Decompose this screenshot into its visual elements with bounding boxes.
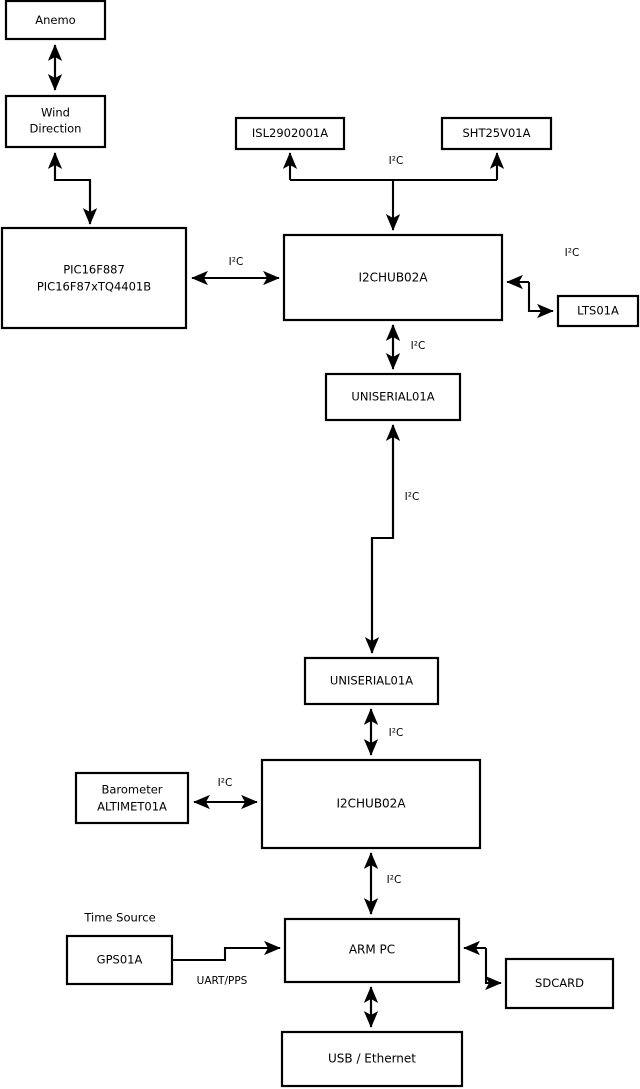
edge-label-uniserialbot-hubbot: I²C: [389, 727, 404, 739]
edge-label-hubbot-armpc: I²C: [387, 874, 402, 886]
node-uniserial-bottom-label: UNISERIAL01A: [330, 674, 413, 688]
edge-hubbot-armpc: I²C: [363, 852, 402, 915]
node-wind-direction[interactable]: Wind Direction: [4, 94, 107, 149]
node-wind-direction-label-line2: Direction: [30, 122, 82, 136]
node-armpc-label: ARM PC: [349, 943, 395, 957]
edge-label-uniserial-link: I²C: [405, 491, 420, 503]
node-hub-bottom-label: I2CHUB02A: [336, 797, 406, 811]
node-armpc[interactable]: ARM PC: [283, 917, 461, 984]
node-uniserial-top-label: UNISERIAL01A: [351, 390, 434, 404]
node-sht-label: SHT25V01A: [463, 126, 531, 140]
edge-label-pic-hubtop: I²C: [229, 256, 244, 268]
time-source-label: Time Source: [83, 911, 155, 925]
node-barometer-label-line2: ALTIMET01A: [97, 800, 167, 814]
node-pic-label-line1: PIC16F887: [63, 263, 125, 277]
edge-uniserialtop-uniserialbot: I²C: [364, 424, 420, 654]
node-armpc-box[interactable]: [283, 917, 461, 984]
node-usb-ethernet-box[interactable]: [280, 1030, 464, 1088]
node-hub-top[interactable]: I2CHUB02A: [282, 233, 504, 322]
node-usb-ethernet[interactable]: USB / Ethernet: [280, 1030, 464, 1088]
node-gps-box[interactable]: [65, 934, 174, 986]
node-barometer-box[interactable]: [74, 771, 190, 825]
node-anemo-label: Anemo: [35, 13, 75, 27]
node-hub-bottom[interactable]: I2CHUB02A: [260, 758, 482, 850]
node-sht-box[interactable]: [440, 116, 553, 151]
edge-uniserialbot-hubbot: I²C: [363, 708, 404, 756]
node-lts[interactable]: LTS01A: [556, 294, 640, 328]
edge-label-barometer-hubbot: I²C: [218, 777, 233, 789]
node-usb-ethernet-label: USB / Ethernet: [328, 1052, 416, 1066]
node-hub-top-box[interactable]: [282, 233, 504, 322]
edge-hubtop-lts: I²C: [506, 247, 580, 319]
node-isl[interactable]: ISL2902001A: [234, 116, 346, 151]
edge-label-hubtop-lts: I²C: [565, 247, 580, 259]
edge-armpc-sdcard: [463, 940, 502, 991]
edge-label-gps-armpc: UART/PPS: [197, 975, 248, 987]
edge-label-hubtop-sensors: I²C: [389, 155, 404, 167]
node-uniserial-bottom-box[interactable]: [303, 656, 440, 706]
node-sdcard-box[interactable]: [504, 957, 615, 1010]
node-lts-label: LTS01A: [577, 304, 619, 318]
node-pic-box[interactable]: [0, 226, 188, 330]
node-gps-label: GPS01A: [97, 953, 143, 967]
edge-label-hubtop-uniserialtop: I²C: [411, 340, 426, 352]
edge-gps-armpc: UART/PPS: [172, 940, 281, 987]
node-barometer[interactable]: Barometer ALTIMET01A: [74, 771, 190, 825]
node-uniserial-top[interactable]: UNISERIAL01A: [324, 372, 462, 422]
edge-wind-pic: [47, 152, 98, 225]
node-wind-direction-label-line1: Wind: [41, 106, 70, 120]
node-anemo[interactable]: Anemo: [4, 0, 107, 41]
node-sht[interactable]: SHT25V01A: [440, 116, 553, 151]
edge-pic-hubtop: I²C: [191, 256, 280, 286]
node-sdcard-label: SDCARD: [535, 976, 584, 990]
node-isl-box[interactable]: [234, 116, 346, 151]
node-pic[interactable]: PIC16F887 PIC16F87xTQ4401B: [0, 226, 188, 330]
node-anemo-box[interactable]: [4, 0, 107, 41]
node-pic-label-line2: PIC16F87xTQ4401B: [37, 280, 151, 294]
node-isl-label: ISL2902001A: [252, 126, 328, 140]
node-barometer-label-line1: Barometer: [101, 783, 162, 797]
node-uniserial-bottom[interactable]: UNISERIAL01A: [303, 656, 440, 706]
node-wind-direction-box[interactable]: [4, 94, 107, 149]
node-lts-box[interactable]: [556, 294, 640, 328]
edge-barometer-hubbot: I²C: [193, 777, 258, 810]
node-sdcard[interactable]: SDCARD: [504, 957, 615, 1010]
node-hub-bottom-box[interactable]: [260, 758, 482, 850]
edge-hubtop-sensors: I²C: [282, 152, 505, 231]
node-gps[interactable]: GPS01A: [65, 934, 174, 986]
edge-hubtop-uniserialtop: I²C: [385, 324, 426, 370]
node-uniserial-top-box[interactable]: [324, 372, 462, 422]
node-hub-top-label: I2CHUB02A: [358, 271, 428, 285]
